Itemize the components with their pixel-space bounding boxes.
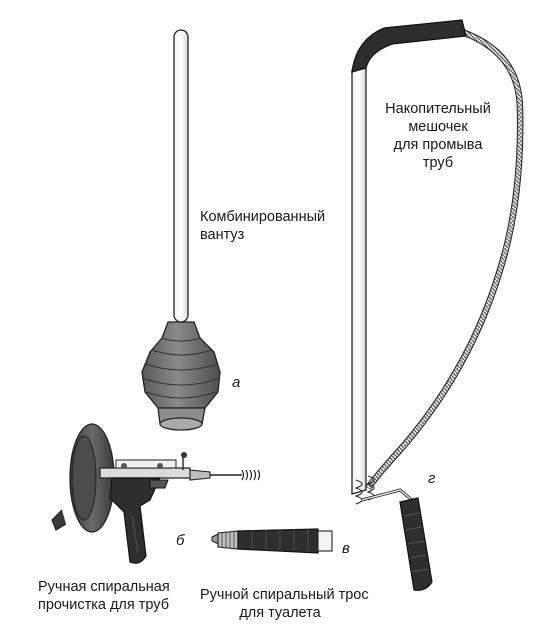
closet-auger-icon	[351, 19, 524, 591]
bag-label-line4: труб	[422, 155, 454, 171]
plunger-label-line2: вантуз	[200, 227, 245, 243]
hand-auger-label-line2: прочистка для труб	[38, 597, 170, 613]
letter-b: б	[176, 532, 185, 549]
bag-label-line1: Накопительный	[385, 101, 491, 117]
plunger-label-line1: Комбинированный	[200, 209, 326, 225]
letter-v: в	[342, 540, 350, 557]
letter-a: а	[232, 374, 241, 391]
plunger-icon	[141, 29, 221, 431]
toilet-cable-label-line1: Ручной спиральный трос	[200, 587, 369, 603]
toilet-cable-label: Ручной спиральный трос для туалета	[200, 586, 369, 622]
bag-label-line2: мешочек	[408, 119, 468, 135]
letter-g: г	[428, 470, 436, 487]
toilet-auger-icon	[211, 528, 333, 554]
drain-auger-icon	[51, 423, 261, 564]
bag-label: Накопительный мешочек для промыва труб	[378, 100, 498, 172]
bag-label-line3: для промыва	[393, 137, 483, 153]
hand-auger-label: Ручная спиральная прочистка для труб	[38, 578, 170, 614]
plunger-label: Комбинированный вантуз	[200, 208, 325, 244]
toilet-cable-label-line2: для туалета	[239, 605, 321, 621]
hand-auger-label-line1: Ручная спиральная	[38, 579, 170, 595]
